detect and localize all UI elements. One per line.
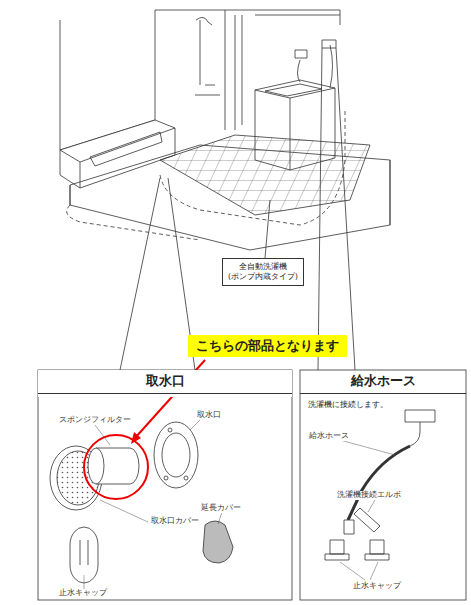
node-title: こちらの部品となります <box>196 338 339 354</box>
part-label: 止水キャップ <box>58 589 108 598</box>
node-title: 全自動洗濯機 <box>228 262 298 272</box>
leader-line <box>120 48 355 370</box>
part-label: 延長カバー <box>200 504 242 513</box>
part-label: 取水口 <box>196 411 222 420</box>
callout-box: こちらの部品となります <box>188 335 347 357</box>
part-label: スポンジフィルター <box>58 416 132 425</box>
highlight-circle <box>84 435 148 499</box>
node-body: (ポンプ内蔵タイプ) <box>228 272 298 282</box>
node-title: 給水ホース <box>300 373 466 394</box>
node-title: 取水口 <box>38 373 292 394</box>
part-label: 取水口カバー <box>150 517 200 526</box>
intake-parts <box>50 422 233 583</box>
label-box: 全自動洗濯機(ポンプ内蔵タイプ) <box>222 258 304 286</box>
part-label: 洗濯機接続エルボ <box>336 491 402 500</box>
arrow-head <box>131 432 141 444</box>
part-leader <box>340 440 395 580</box>
node-body: 洗濯機に接続します。 <box>300 400 466 410</box>
panel-frame <box>300 370 466 600</box>
part-label: 止水キャップ <box>352 582 402 591</box>
part-label: 給水ホース <box>308 432 350 441</box>
panel-header: 給水ホース洗濯機に接続します。 <box>300 370 466 413</box>
panel-header: 取水口 <box>38 370 292 397</box>
